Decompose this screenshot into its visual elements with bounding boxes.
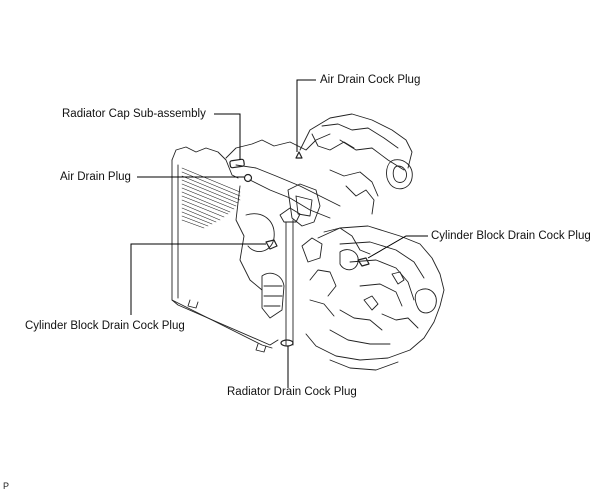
radiator-drain-cock-marker bbox=[280, 339, 294, 347]
label-cylinder-block-drain-cock-plug-right: Cylinder Block Drain Cock Plug bbox=[431, 230, 591, 242]
air-drain-plug-marker bbox=[243, 173, 253, 183]
label-radiator-cap-sub-assembly: Radiator Cap Sub-assembly bbox=[62, 108, 206, 120]
leader-cylinder-block-left bbox=[130, 243, 266, 315]
label-cylinder-block-drain-cock-plug-left: Cylinder Block Drain Cock Plug bbox=[25, 320, 185, 332]
label-radiator-drain-cock-plug: Radiator Drain Cock Plug bbox=[227, 386, 357, 398]
cylinder-block-drain-right-marker bbox=[357, 257, 370, 267]
leader-radiator-cap bbox=[214, 113, 241, 160]
radiator bbox=[171, 146, 301, 353]
figure-code: P bbox=[3, 481, 10, 491]
label-air-drain-plug: Air Drain Plug bbox=[60, 171, 131, 183]
label-air-drain-cock-plug: Air Drain Cock Plug bbox=[320, 74, 421, 86]
transaxle bbox=[305, 225, 445, 371]
radiator-cap-marker bbox=[229, 158, 245, 169]
cylinder-block-drain-left-marker bbox=[265, 239, 278, 250]
engine-block bbox=[225, 113, 413, 319]
leader-cylinder-block-right bbox=[367, 235, 428, 259]
air-drain-cock-plug-marker bbox=[295, 151, 303, 159]
leader-air-drain-cock-plug bbox=[296, 79, 316, 152]
